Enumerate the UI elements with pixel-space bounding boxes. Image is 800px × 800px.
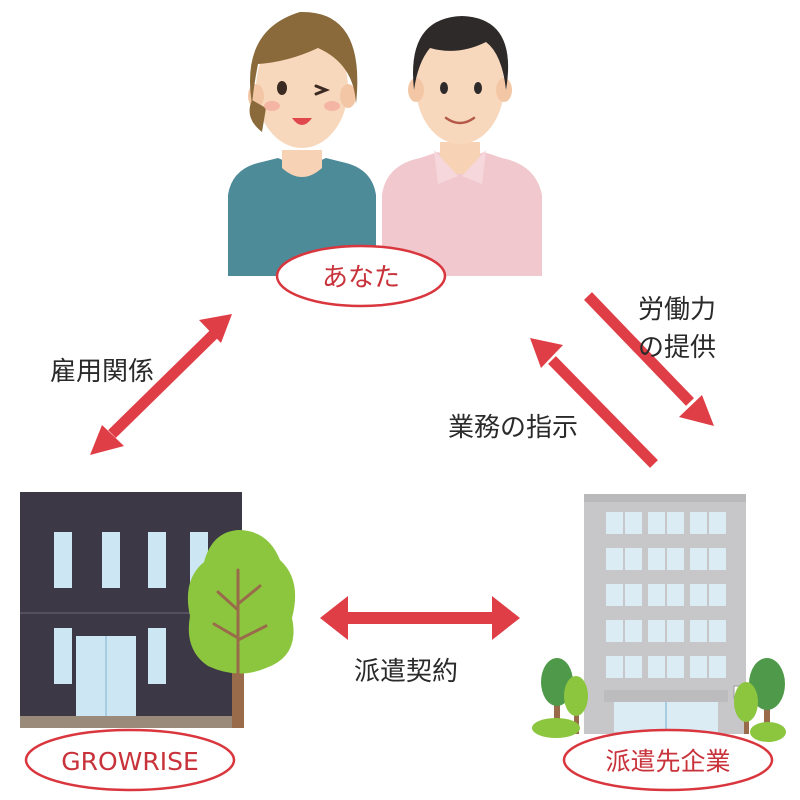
node-you-label: あなた: [322, 263, 400, 293]
tall-building-icon: [532, 494, 786, 742]
woman-figure: [228, 11, 376, 276]
labor-provision-arrow: [584, 292, 714, 426]
building-windows: [606, 512, 726, 678]
man-figure: [382, 16, 542, 276]
work-instruction-label: 業務の指示: [448, 413, 578, 443]
node-client: 派遣先企業: [562, 728, 774, 792]
tree-icon: [187, 530, 296, 728]
person-pair-icon: [228, 11, 542, 276]
labor-provision-label-line1: 労働力: [638, 295, 716, 325]
node-growrise: GROWRISE: [24, 728, 236, 792]
dispatch-contract-arrow: [320, 596, 520, 640]
node-growrise-label: GROWRISE: [61, 747, 199, 776]
employment-arrow: [90, 314, 232, 455]
labor-provision-label-line2: の提供: [638, 333, 716, 363]
tree-group-left: [532, 658, 588, 738]
office-building-icon: [20, 492, 296, 728]
dispatch-contract-label: 派遣契約: [354, 657, 458, 687]
work-instruction-arrow: [530, 338, 658, 468]
node-client-label: 派遣先企業: [605, 747, 730, 776]
employment-label: 雇用関係: [50, 357, 154, 387]
tree-group-right: [734, 658, 786, 742]
node-you: あなた: [275, 244, 447, 308]
